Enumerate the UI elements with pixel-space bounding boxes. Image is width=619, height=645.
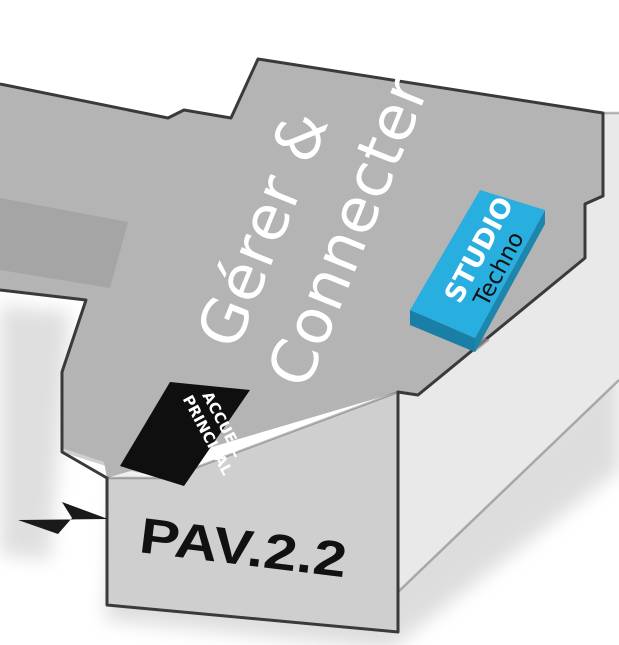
building-outline — [0, 57, 605, 634]
studio-side — [410, 310, 475, 352]
studio-top — [410, 190, 545, 338]
pavilion-block — [107, 392, 398, 632]
corridor-inner-strip — [0, 198, 128, 288]
studio-techno-block[interactable]: STUDIO Techno — [410, 190, 545, 352]
studio-side-right — [475, 210, 545, 352]
pavilion-side — [398, 113, 619, 592]
building-roof — [0, 59, 603, 478]
arrow-right-icon — [18, 502, 108, 534]
accueil-background — [120, 382, 250, 486]
accueil-principal-sign[interactable]: ACCUEIL PRINCIPAL — [120, 382, 253, 486]
